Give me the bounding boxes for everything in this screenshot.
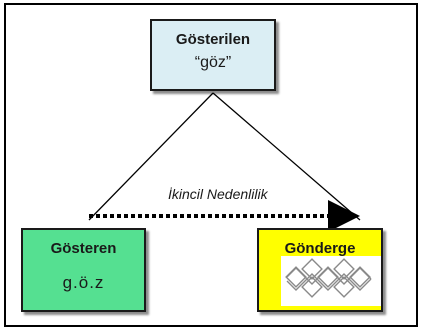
right-connector-line — [212, 92, 361, 221]
secondary-causality-label: İkincil Nedenlilik — [168, 186, 268, 202]
right-node-title: Gönderge — [284, 240, 356, 257]
left-node-subtitle: g.ö.z — [62, 273, 105, 292]
celtic-knot-icon — [281, 256, 381, 306]
left-connector-line — [88, 92, 214, 221]
top-node-title: Gösterilen — [175, 31, 251, 48]
top-node-subtitle: “göz” — [194, 54, 232, 71]
left-node-title: Gösteren — [50, 240, 117, 257]
top-node: Gösterilen “göz” — [150, 19, 276, 91]
left-node: Gösteren g.ö.z — [21, 228, 146, 312]
